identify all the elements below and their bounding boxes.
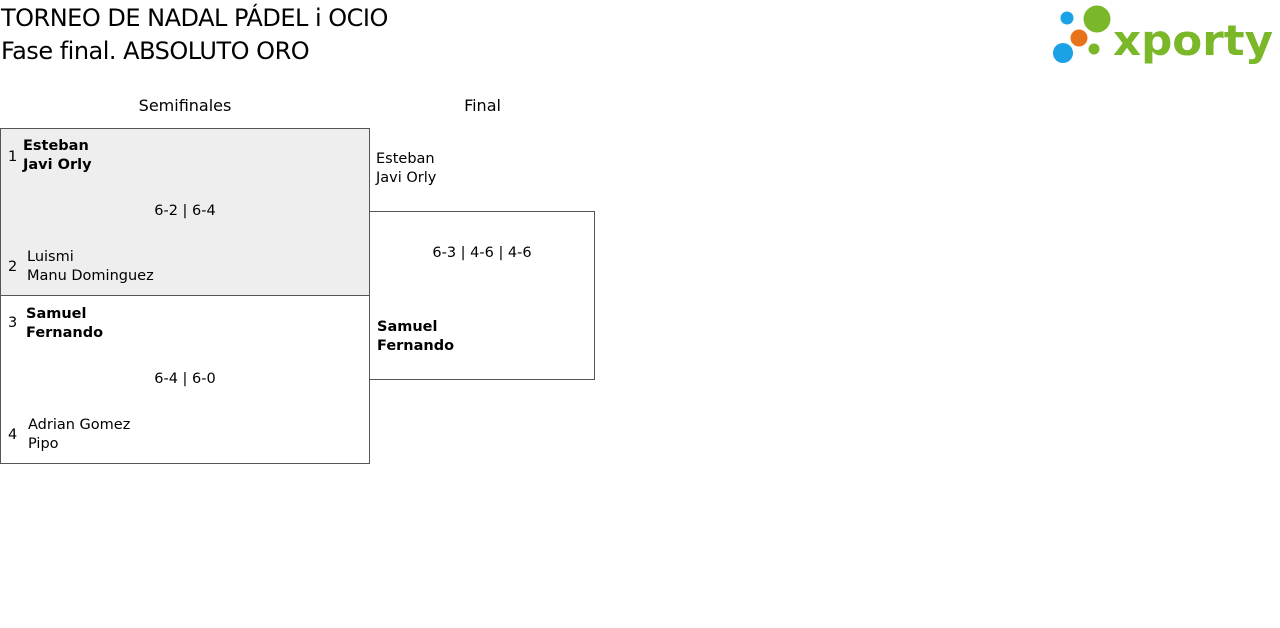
player-name: Samuel <box>26 306 87 322</box>
semifinal-match-1: 1 Esteban Javi Orly 6-2 | 6-4 2 Luismi M… <box>0 128 370 296</box>
match-score: 6-2 | 6-4 <box>154 203 216 219</box>
team-entry: Esteban Javi Orly <box>23 137 92 175</box>
seed-number: 3 <box>8 315 18 331</box>
phase-subtitle: Fase final. ABSOLUTO ORO <box>1 37 310 65</box>
player-name: Luismi <box>27 249 74 265</box>
page-title: TORNEO DE NADAL PÁDEL i OCIO Fase final.… <box>1 2 388 68</box>
seed-number: 1 <box>8 149 18 165</box>
match-score: 6-3 | 4-6 | 4-6 <box>432 245 532 261</box>
logo-dot-blue-small <box>1060 11 1074 25</box>
tournament-title: TORNEO DE NADAL PÁDEL i OCIO <box>1 4 388 32</box>
xporty-logo: xporty <box>1050 4 1276 66</box>
final-team-bottom: Samuel Fernando <box>377 318 454 356</box>
player-name: Manu Dominguez <box>27 268 154 284</box>
player-name: Esteban <box>376 151 435 167</box>
team-entry: Samuel Fernando <box>26 305 103 343</box>
player-name: Samuel <box>377 319 438 335</box>
logo-dot-green-large <box>1083 5 1111 33</box>
player-name: Javi Orly <box>376 170 437 186</box>
team-entry: Adrian Gomez Pipo <box>28 416 130 454</box>
round-label-final: Final <box>464 96 501 115</box>
logo-wordmark: xporty <box>1113 16 1273 65</box>
player-name: Fernando <box>377 338 455 354</box>
match-score: 6-4 | 6-0 <box>154 371 216 387</box>
player-name: Pipo <box>28 436 59 452</box>
logo-dot-green-small <box>1088 43 1100 55</box>
final-team-top: Esteban Javi Orly <box>376 150 436 188</box>
semifinal-match-2: 3 Samuel Fernando 6-4 | 6-0 4 Adrian Gom… <box>0 295 370 464</box>
logo-dot-orange <box>1070 29 1088 47</box>
final-match: 6-3 | 4-6 | 4-6 Samuel Fernando <box>369 211 595 380</box>
team-entry: Luismi Manu Dominguez <box>27 248 154 286</box>
xporty-logo-mark: xporty <box>1053 5 1273 65</box>
round-label-semifinals: Semifinales <box>138 96 232 115</box>
player-name: Javi Orly <box>23 157 92 173</box>
logo-dot-blue-large <box>1053 43 1073 63</box>
player-name: Fernando <box>26 325 104 341</box>
seed-number: 4 <box>8 427 18 443</box>
seed-number: 2 <box>8 259 18 275</box>
player-name: Adrian Gomez <box>28 417 131 433</box>
player-name: Esteban <box>23 138 89 154</box>
